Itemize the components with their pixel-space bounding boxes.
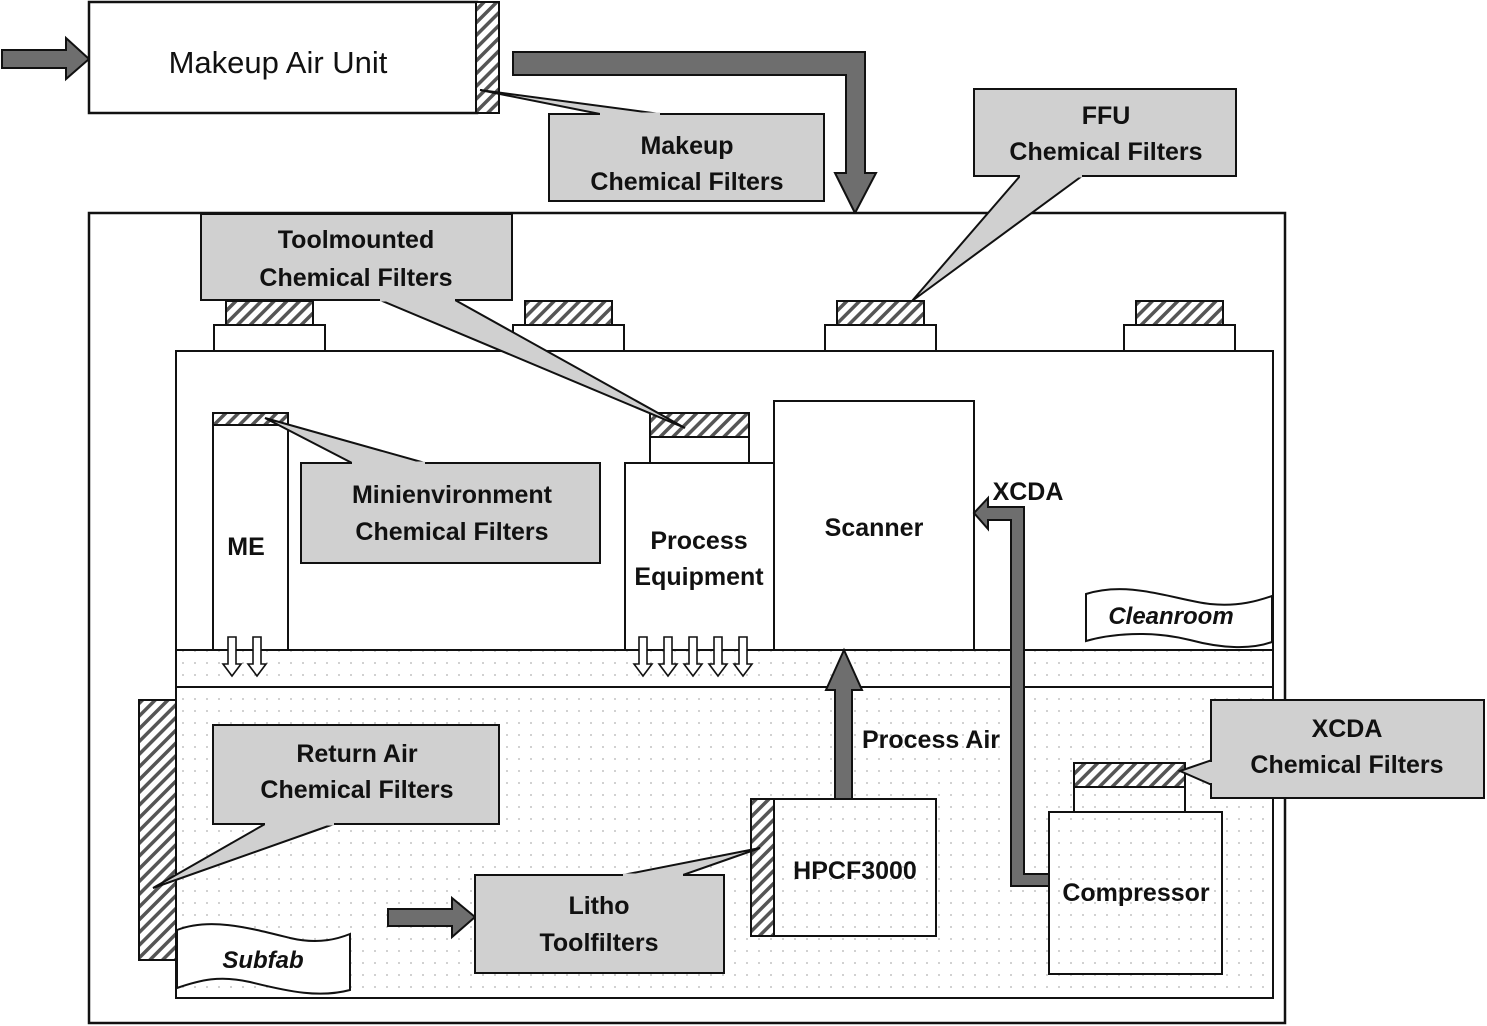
xcda-filter-hatch — [1073, 762, 1186, 788]
process-equipment-line2: Equipment — [634, 563, 764, 591]
ffu-callout — [973, 88, 1237, 177]
litho-callout-line1: Litho — [568, 892, 629, 920]
makeup-filter-hatch — [475, 1, 500, 114]
makeup-callout-pointer — [479, 89, 661, 115]
ffu-callout-line1: FFU — [1082, 102, 1131, 130]
cleanroom-banner — [1085, 588, 1273, 649]
process-air-arrow — [824, 647, 864, 800]
cleanroom-label: Cleanroom — [1108, 603, 1233, 630]
return-air-callout-line1: Return Air — [296, 740, 418, 768]
ffu-callout-line2: Chemical Filters — [1009, 138, 1202, 166]
scanner-box — [773, 400, 975, 651]
return-air-callout-line2: Chemical Filters — [260, 776, 453, 804]
xcda-flow-label: XCDA — [993, 478, 1064, 506]
makeup-callout-line2: Chemical Filters — [590, 168, 783, 196]
hpcf3000-box — [773, 798, 937, 937]
inlet-arrow — [1, 35, 91, 82]
litho-toolfilters-callout — [474, 874, 725, 974]
hpcf3000-label: HPCF3000 — [793, 857, 917, 885]
xcda-callout-line2: Chemical Filters — [1250, 751, 1443, 779]
compressor-filter-housing — [1073, 786, 1186, 813]
minienv-callout-line1: Minienvironment — [352, 481, 553, 509]
process-equipment-box — [624, 462, 775, 651]
xcda-pipe-arrow — [972, 495, 1050, 887]
xcda-callout — [1210, 699, 1485, 799]
litho-inlet-arrow — [387, 895, 477, 940]
process-filter-housing — [649, 436, 750, 464]
me-label: ME — [227, 533, 265, 561]
process-equipment-line1: Process — [650, 527, 747, 555]
makeup-air-unit-label: Makeup Air Unit — [169, 45, 388, 80]
xcda-callout-line1: XCDA — [1312, 715, 1383, 743]
litho-callout-line2: Toolfilters — [540, 929, 659, 957]
makeup-air-unit-box — [87, 0, 479, 115]
subfab-banner — [176, 923, 351, 995]
minienv-callout-line2: Chemical Filters — [355, 518, 548, 546]
compressor-box — [1048, 811, 1223, 975]
subfab-label: Subfab — [222, 947, 303, 974]
return-air-callout — [212, 724, 500, 825]
minienvironment-callout — [300, 462, 601, 564]
makeup-callout-line1: Makeup — [640, 132, 733, 160]
process-air-label: Process Air — [862, 726, 1000, 754]
makeup-callout — [548, 113, 825, 202]
hpcf-filter-hatch — [750, 798, 775, 937]
compressor-label: Compressor — [1062, 879, 1210, 907]
me-filter-hatch — [212, 412, 289, 426]
downflow-arrows — [221, 636, 754, 678]
toolmounted-callout — [200, 213, 513, 301]
toolmounted-callout-line1: Toolmounted — [278, 226, 434, 254]
return-air-filter-hatch — [138, 699, 177, 961]
scanner-label: Scanner — [825, 514, 924, 542]
ffu-units — [213, 300, 1236, 352]
toolmounted-callout-line2: Chemical Filters — [259, 264, 452, 292]
supply-duct-arrow — [512, 51, 878, 216]
